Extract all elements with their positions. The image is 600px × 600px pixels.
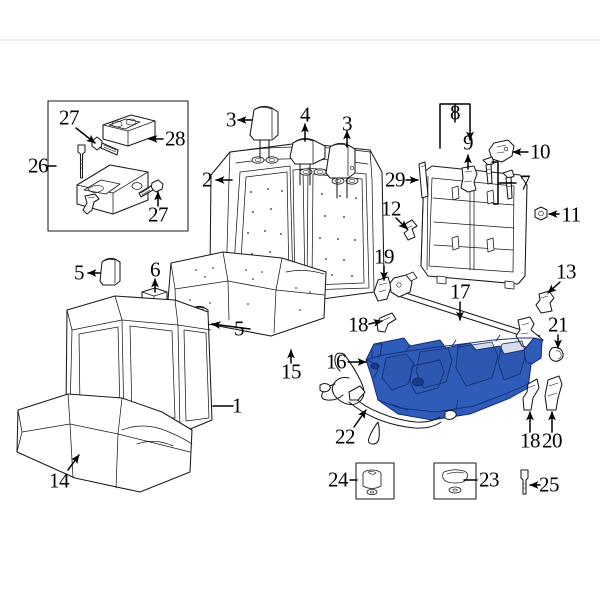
callout-label-5a[interactable]: 5 — [74, 260, 85, 285]
callout-label-9[interactable]: 9 — [463, 130, 474, 155]
callout-label-24[interactable]: 24 — [328, 467, 349, 492]
stitch-dots-right — [319, 193, 357, 277]
mounting-bolt-a — [482, 156, 495, 185]
head-restraint-right — [325, 142, 356, 199]
callout-label-26[interactable]: 26 — [28, 153, 49, 178]
pivot-bracket-right — [535, 290, 555, 314]
callout-label-13[interactable]: 13 — [556, 259, 577, 284]
head-restraint-left — [249, 105, 279, 159]
callout-label-17[interactable]: 17 — [450, 279, 471, 304]
callout-label-6[interactable]: 6 — [150, 257, 161, 282]
hinge-bracket-10 — [488, 139, 515, 163]
seat-back-frame — [420, 165, 528, 290]
cup-holder-insert — [102, 114, 156, 147]
callout-label-18a[interactable]: 18 — [348, 312, 369, 337]
inset-bushing-24 — [355, 462, 395, 500]
nut-11 — [534, 206, 548, 221]
guide-bezels — [251, 156, 359, 185]
side-trim-strip — [418, 161, 429, 199]
callout-label-25[interactable]: 25 — [539, 472, 560, 497]
seat-cushion-pivot-rod — [389, 271, 544, 351]
cushion-hinge-bracket-upper — [376, 312, 397, 333]
mounting-bolt-b — [502, 169, 515, 200]
callout-label-10[interactable]: 10 — [530, 139, 551, 164]
callout-label-12[interactable]: 12 — [381, 196, 402, 221]
callout-label-3b[interactable]: 3 — [342, 111, 353, 136]
callout-label-29[interactable]: 29 — [385, 167, 406, 192]
retaining-clip-21 — [548, 346, 564, 362]
inset-armrest-box — [47, 100, 189, 232]
seat-cushion-bottom — [16, 393, 193, 493]
callout-label-8[interactable]: 8 — [450, 100, 461, 125]
armrest-screw-lower — [138, 179, 164, 198]
armrest-stud-pin — [77, 144, 86, 179]
cushion-hinge-bracket-20 — [544, 375, 563, 411]
latch-striker — [460, 165, 478, 193]
inset-bushing-23 — [433, 462, 477, 500]
callout-label-21[interactable]: 21 — [548, 312, 569, 337]
armrest-clip — [82, 193, 100, 215]
callout-label-7[interactable]: 7 — [520, 170, 531, 195]
pivot-pin-25 — [520, 469, 529, 495]
callout-label-20[interactable]: 20 — [542, 428, 563, 453]
callout-label-2[interactable]: 2 — [202, 167, 213, 192]
callout-label-11[interactable]: 11 — [561, 202, 581, 227]
callout-label-19[interactable]: 19 — [374, 244, 395, 269]
callout-label-27b[interactable]: 27 — [148, 202, 169, 227]
callout-label-15[interactable]: 15 — [281, 359, 302, 384]
callout-label-14[interactable]: 14 — [49, 468, 70, 493]
release-lever-clip — [403, 219, 418, 241]
latch-retainer — [373, 276, 392, 302]
callout-label-4[interactable]: 4 — [300, 102, 311, 127]
callout-label-18b[interactable]: 18 — [520, 428, 541, 453]
callout-label-1[interactable]: 1 — [232, 393, 243, 418]
callout-label-27a[interactable]: 27 — [59, 105, 80, 130]
highlighted-part-16 — [365, 334, 543, 421]
cushion-hinge-bracket-18b — [522, 378, 540, 411]
callout-label-22[interactable]: 22 — [335, 424, 356, 449]
guide-sleeve-upper — [99, 257, 121, 286]
leader-lines — [47, 103, 562, 489]
callout-label-28[interactable]: 28 — [165, 126, 186, 151]
callout-label-23[interactable]: 23 — [479, 467, 500, 492]
callout-label-16[interactable]: 16 — [326, 349, 347, 374]
callout-label-5b[interactable]: 5 — [234, 316, 245, 341]
callout-label-3a[interactable]: 3 — [226, 107, 237, 132]
